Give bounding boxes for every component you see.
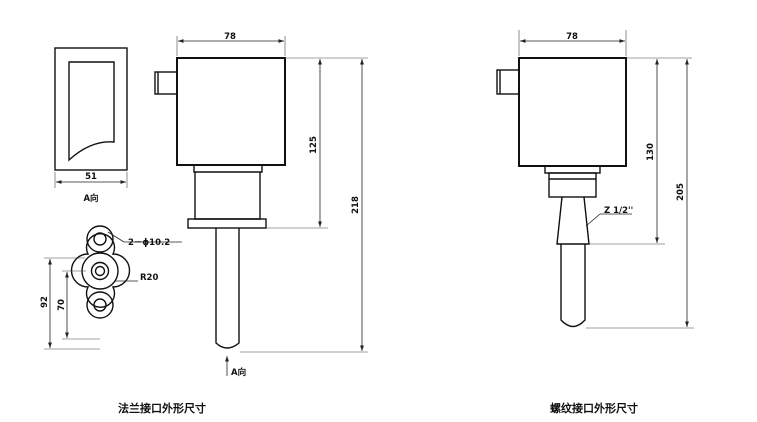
view-a-drawing: 51 A向 [54, 47, 128, 204]
view-a-width-label: 51 [85, 172, 97, 182]
thread-dim-130-label: 130 [646, 143, 656, 161]
thread-caption: 螺纹接口外形尺寸 [550, 401, 638, 415]
flange-side-view: 78 125 218 A向 [154, 32, 368, 378]
thread-dim-205-label: 205 [676, 183, 686, 201]
flange-width-label: 78 [224, 32, 236, 42]
dim-70-label: 70 [57, 299, 67, 311]
dim-92-label: 92 [40, 296, 50, 308]
flange-caption: 法兰接口外形尺寸 [118, 401, 206, 415]
flange-dim-125-label: 125 [309, 136, 319, 154]
view-a-title: A向 [83, 193, 98, 204]
radius-label: R20 [140, 273, 158, 283]
arrow-a-label: A向 [231, 367, 246, 378]
thread-width-label: 78 [566, 32, 578, 42]
flange-dim-218-label: 218 [351, 196, 361, 214]
holes-label: 2－ϕ10.2 [128, 238, 170, 248]
thread-side-view: Z 1/2'' 78 130 205 [496, 30, 694, 329]
thread-label: Z 1/2'' [604, 206, 633, 216]
flange-plate-drawing: 2－ϕ10.2 R20 92 70 [40, 225, 182, 350]
